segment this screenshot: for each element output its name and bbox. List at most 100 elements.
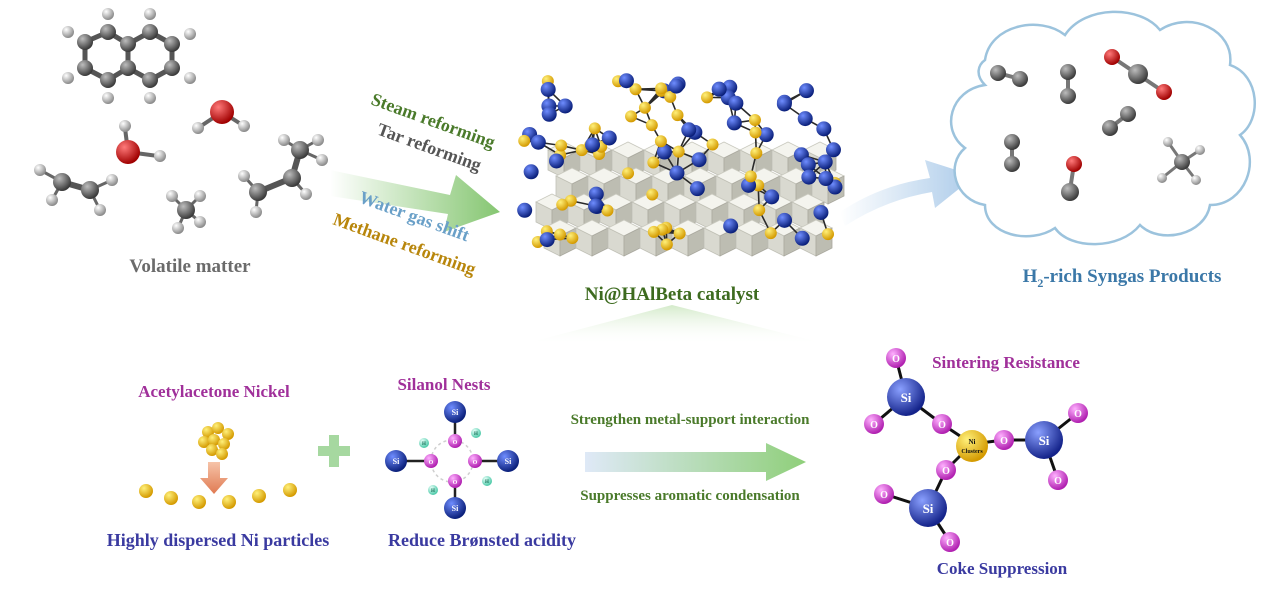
condensation-text: Suppresses aromatic condensation	[580, 488, 800, 504]
catalyst-al-atom	[749, 114, 761, 126]
catalyst-si-atom	[690, 181, 705, 196]
catalyst-label: Ni@HAlBeta catalyst	[585, 284, 760, 305]
catalyst-al-atom	[646, 119, 658, 131]
interaction-text: Strengthen metal-support interaction	[571, 412, 811, 428]
catalyst-si-atom	[801, 170, 816, 185]
catalyst-al-atom	[589, 122, 601, 134]
catalyst-si-atom	[764, 189, 779, 204]
catalyst-si-atom	[585, 137, 600, 152]
catalyst-si-atom	[818, 171, 833, 186]
si-label-left: Si	[393, 457, 400, 466]
catalyst-si-atom	[681, 122, 696, 137]
si-label-b: Si	[1039, 433, 1050, 448]
o-label-bottom: O	[453, 480, 458, 486]
products-label: H2-rich Syngas Products	[1023, 266, 1222, 290]
catalyst-si-atom	[727, 115, 742, 130]
silanol-title: Silanol Nests	[397, 375, 490, 394]
water-molecule-2	[192, 100, 250, 134]
catalyst-si-atom	[540, 232, 555, 247]
methane-molecule	[166, 190, 206, 234]
catalyst-al-atom	[554, 229, 566, 241]
ni-label-line1: Ni	[969, 438, 976, 446]
catalyst-al-atom	[556, 199, 568, 211]
plus-icon	[318, 435, 350, 467]
catalyst-si-atom	[524, 164, 539, 179]
catalyst-si-atom	[826, 142, 841, 157]
catalyst-al-atom	[707, 138, 719, 150]
o-label-1: O	[892, 354, 900, 365]
catalyst-si-atom	[777, 96, 792, 111]
catalyst-si-atom	[541, 82, 556, 97]
volatile-matter-label: Volatile matter	[129, 256, 251, 277]
catalyst-framework	[517, 73, 844, 256]
catalyst-al-atom	[625, 110, 637, 122]
catalyst-si-atom	[602, 130, 617, 145]
catalyst-si-atom	[798, 111, 813, 126]
catalyst-al-atom	[566, 232, 578, 244]
h-label-2: H	[422, 442, 426, 447]
catalyst-si-atom	[799, 83, 814, 98]
catalyst-si-atom	[517, 203, 532, 218]
catalyst-al-atom	[646, 189, 658, 201]
catalyst-si-atom	[542, 107, 557, 122]
o-label-3: O	[938, 420, 946, 431]
catalyst-si-atom	[558, 98, 573, 113]
catalyst-si-atom	[531, 135, 546, 150]
dispersion-down-arrow	[200, 462, 228, 494]
catalyst-al-atom	[765, 227, 777, 239]
catalyst-si-atom	[549, 153, 564, 168]
catalyst-al-atom	[701, 91, 713, 103]
catalyst-al-atom	[745, 170, 757, 182]
catalyst-si-atom	[728, 96, 743, 111]
coke-suppression-label: Coke Suppression	[937, 559, 1068, 578]
catalyst-al-atom	[673, 146, 685, 158]
catalyst-si-atom	[813, 205, 828, 220]
catalyst-al-atom	[661, 238, 673, 250]
catalyst-al-atom	[822, 228, 834, 240]
o-label-top: O	[453, 440, 458, 446]
catalyst-al-atom	[648, 226, 660, 238]
si-label-a: Si	[901, 390, 912, 405]
silanol-caption: Reduce Brønsted acidity	[388, 530, 576, 550]
catalyst-al-atom	[639, 102, 651, 114]
catalyst-si-atom	[669, 166, 684, 181]
h-label-4: H	[431, 489, 435, 494]
propane-molecule	[238, 134, 328, 218]
water-molecule-1	[116, 120, 166, 164]
catalyst-al-atom	[753, 204, 765, 216]
catalyst-al-atom	[674, 227, 686, 239]
catalyst-si-atom	[795, 231, 810, 246]
o-label-4: O	[1000, 436, 1008, 447]
ni-label-line2: Clusters	[961, 449, 983, 455]
catalyst-cone	[520, 305, 830, 345]
bottom-arrow	[585, 443, 806, 481]
o-label-2: O	[870, 420, 878, 431]
catalyst-al-atom	[555, 140, 567, 152]
nickel-caption: Highly dispersed Ni particles	[107, 530, 330, 550]
products-label-suffix: -rich Syngas Products	[1043, 266, 1221, 287]
catalyst-si-atom	[777, 213, 792, 228]
si-label-bottom: Si	[452, 504, 459, 513]
o-label-left: O	[429, 460, 434, 466]
catalyst-al-atom	[672, 109, 684, 121]
catalyst-al-atom	[601, 204, 613, 216]
o-label-9: O	[946, 538, 954, 549]
catalyst-al-atom	[622, 167, 634, 179]
si-label-c: Si	[923, 501, 934, 516]
si-label-right: Si	[505, 457, 512, 466]
catalyst-si-atom	[818, 154, 833, 169]
o-label-right: O	[473, 460, 478, 466]
o-label-6: O	[1054, 476, 1062, 487]
catalyst-si-atom	[692, 152, 707, 167]
catalyst-si-atom	[588, 199, 603, 214]
sintering-resistance-label: Sintering Resistance	[932, 353, 1080, 372]
catalyst-si-atom	[669, 79, 684, 94]
nickel-title: Acetylacetone Nickel	[138, 382, 290, 401]
catalyst-al-atom	[749, 126, 761, 138]
products-label-prefix: H	[1023, 266, 1038, 287]
o-label-7: O	[942, 466, 950, 477]
catalyst-si-atom	[712, 82, 727, 97]
catalyst-al-atom	[655, 135, 667, 147]
catalyst-al-atom	[655, 82, 667, 94]
